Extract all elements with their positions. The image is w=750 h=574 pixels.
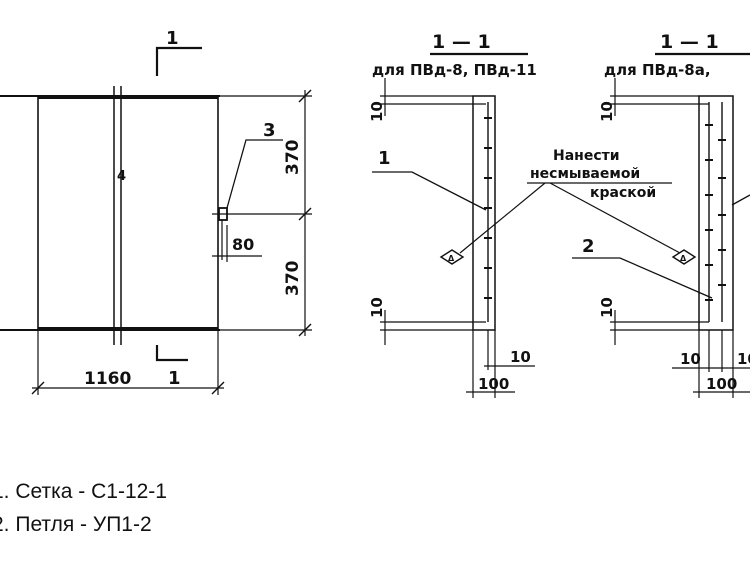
loop-symbol <box>218 207 228 221</box>
section-a-dim-10: 10 <box>510 348 531 366</box>
section-a-title: 1 — 1 <box>432 31 491 53</box>
section-b-dim-100: 100 <box>706 375 737 393</box>
paint-mark-b <box>671 249 697 265</box>
section-b-dim-bot-value: 10 <box>598 297 616 318</box>
section-b-dim-10a: 10 <box>680 350 701 368</box>
paint-mark-a-symbol: Δ <box>448 254 455 263</box>
legend-item-1: 1. Сетка - С1-12-1 <box>0 480 167 503</box>
section-a-dim-bot-value: 10 <box>368 297 386 318</box>
section-mark-top-label: 1 <box>166 28 179 49</box>
section-mark-bottom <box>155 345 188 362</box>
dim-tick <box>298 207 312 221</box>
section-a: 1 — 1 для ПВд-8, ПВд-11 10 10 1 Δ 10 <box>368 31 537 398</box>
callout-1-leader <box>372 171 487 211</box>
callout-2-leader <box>572 257 713 299</box>
callout-3-leader <box>226 139 283 209</box>
paint-mark-a <box>439 249 465 265</box>
section-b-slab <box>698 95 734 331</box>
dim-80: 80 <box>232 235 254 254</box>
section-b-title: 1 — 1 <box>660 31 719 53</box>
legend: 1. Сетка - С1-12-1 2. Петля - УП1-2 <box>0 480 167 536</box>
section-mark-bottom-label: 1 <box>168 368 181 389</box>
dim-tick <box>31 381 45 395</box>
dim-tick <box>211 381 225 395</box>
section-a-dim-top-value: 10 <box>368 101 386 122</box>
callout-cut-leader <box>731 194 750 206</box>
dim-370-lower: 370 <box>283 260 303 296</box>
dim-tick <box>298 323 312 337</box>
section-b-dim-10b: 10 <box>737 350 750 368</box>
note-line-3: краской <box>590 185 656 201</box>
dim-370-upper: 370 <box>283 139 303 175</box>
dim-1160: 1160 <box>84 369 131 389</box>
plan-inner-mark: 4 <box>117 169 126 184</box>
callout-2: 2 <box>582 236 595 257</box>
section-b: 1 — 1 для ПВд-8а, 10 10 2 Δ <box>572 31 750 398</box>
note-leader-a <box>459 182 546 254</box>
section-a-subtitle: для ПВд-8, ПВд-11 <box>372 61 537 79</box>
note-leader-b <box>549 182 681 254</box>
paint-mark-b-symbol: Δ <box>680 254 687 263</box>
note-line-2: несмываемой <box>530 166 640 182</box>
note-line-1: Нанести <box>553 148 620 164</box>
callout-1: 1 <box>378 148 391 169</box>
section-b-dim-top-value: 10 <box>598 101 616 122</box>
section-b-subtitle: для ПВд-8а, <box>604 61 711 79</box>
legend-item-2: 2. Петля - УП1-2 <box>0 513 152 536</box>
section-mark-top <box>155 46 202 76</box>
section-a-dim-100: 100 <box>478 375 509 393</box>
plan-view: 4 1 1 370 370 80 3 1160 <box>0 28 312 395</box>
paint-note: Нанести несмываемой краской <box>459 148 681 254</box>
section-a-slab <box>472 95 496 331</box>
callout-3: 3 <box>263 120 276 141</box>
dim-tick <box>298 89 312 103</box>
